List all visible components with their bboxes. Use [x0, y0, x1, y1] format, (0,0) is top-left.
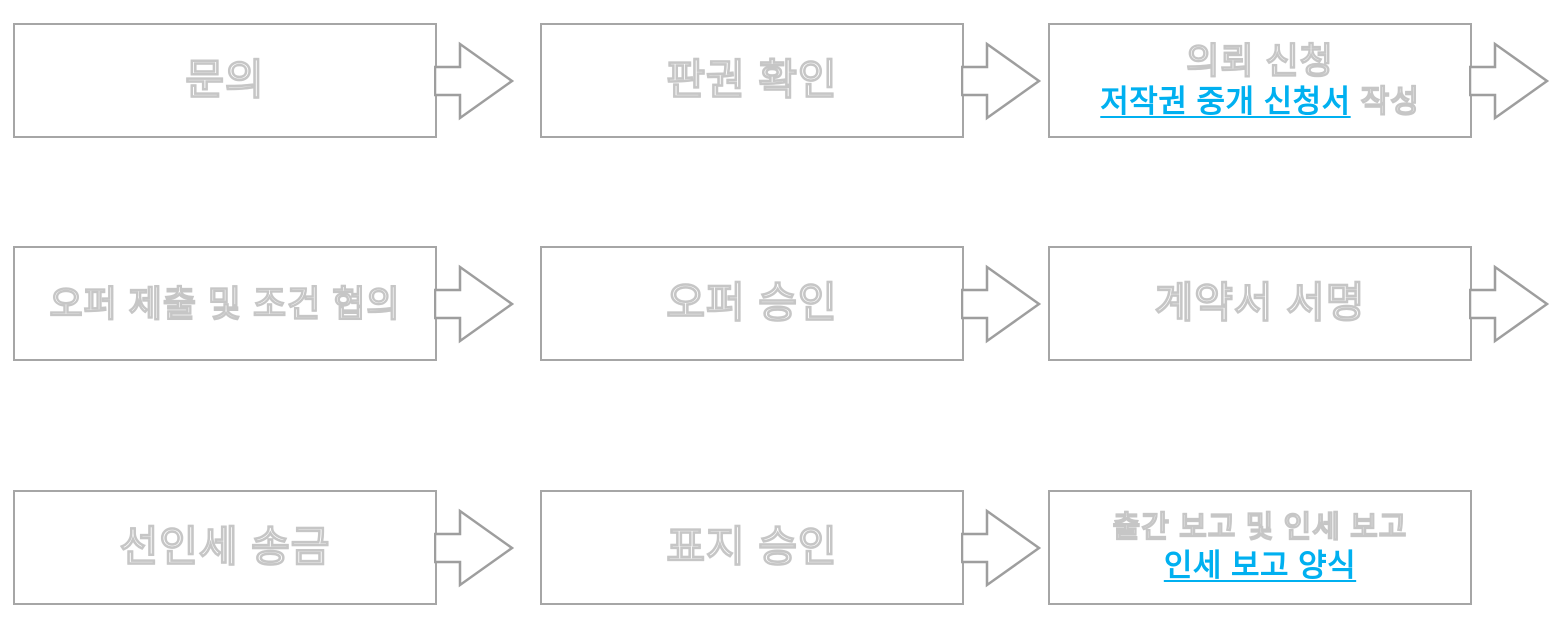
flow-step-inquiry: 문의 — [13, 23, 437, 138]
step-title: 선인세 송금 — [119, 523, 331, 571]
flow-arrow-right-icon — [961, 508, 1041, 587]
flow-arrow-shape — [434, 508, 514, 587]
flow-arrow-shape — [1469, 264, 1549, 343]
flow-arrow-right-icon — [434, 508, 514, 587]
step-title: 문의 — [185, 56, 265, 104]
flow-arrow-shape — [434, 41, 514, 120]
step-title: 표지 승인 — [666, 523, 838, 571]
flow-step-offer-and-terms-negotiation: 오퍼 제출 및 조건 협의 — [13, 246, 437, 361]
flow-arrow-shape — [961, 41, 1041, 120]
link-suffix-text: 작성 — [1360, 84, 1420, 120]
royalty-report-form-link[interactable]: 인세 보고 양식 — [1163, 548, 1357, 584]
flow-arrow-right-icon — [1469, 264, 1549, 343]
flow-step-rights-availability-check: 판권 확인 — [540, 23, 964, 138]
flow-arrow-right-icon — [961, 264, 1041, 343]
step-title: 출간 보고 및 인세 보고 — [1112, 511, 1408, 545]
flow-arrow-shape — [961, 264, 1041, 343]
step-title: 계약서 서명 — [1154, 279, 1366, 327]
flow-step-offer-approval: 오퍼 승인 — [540, 246, 964, 361]
flow-arrow-right-icon — [434, 41, 514, 120]
step-subtitle: 인세 보고 양식 — [1164, 548, 1356, 584]
step-title: 판권 확인 — [666, 56, 838, 104]
flow-step-publication-and-royalty-report: 출간 보고 및 인세 보고 인세 보고 양식 — [1048, 490, 1472, 605]
step-title: 의뢰 신청 — [1186, 39, 1334, 81]
flow-arrow-shape — [1469, 41, 1549, 120]
flow-arrow-right-icon — [434, 264, 514, 343]
flow-arrow-shape — [434, 264, 514, 343]
copyright-agency-application-link[interactable]: 저작권 중개 신청서 — [1100, 84, 1351, 120]
flow-arrow-shape — [961, 508, 1041, 587]
flow-step-cover-approval: 표지 승인 — [540, 490, 964, 605]
flow-step-contract-signing: 계약서 서명 — [1048, 246, 1472, 361]
flow-arrow-right-icon — [1469, 41, 1549, 120]
step-title: 오퍼 승인 — [666, 279, 838, 327]
step-title: 오퍼 제출 및 조건 협의 — [49, 282, 401, 324]
flow-arrow-right-icon — [961, 41, 1041, 120]
flow-step-advance-payment: 선인세 송금 — [13, 490, 437, 605]
